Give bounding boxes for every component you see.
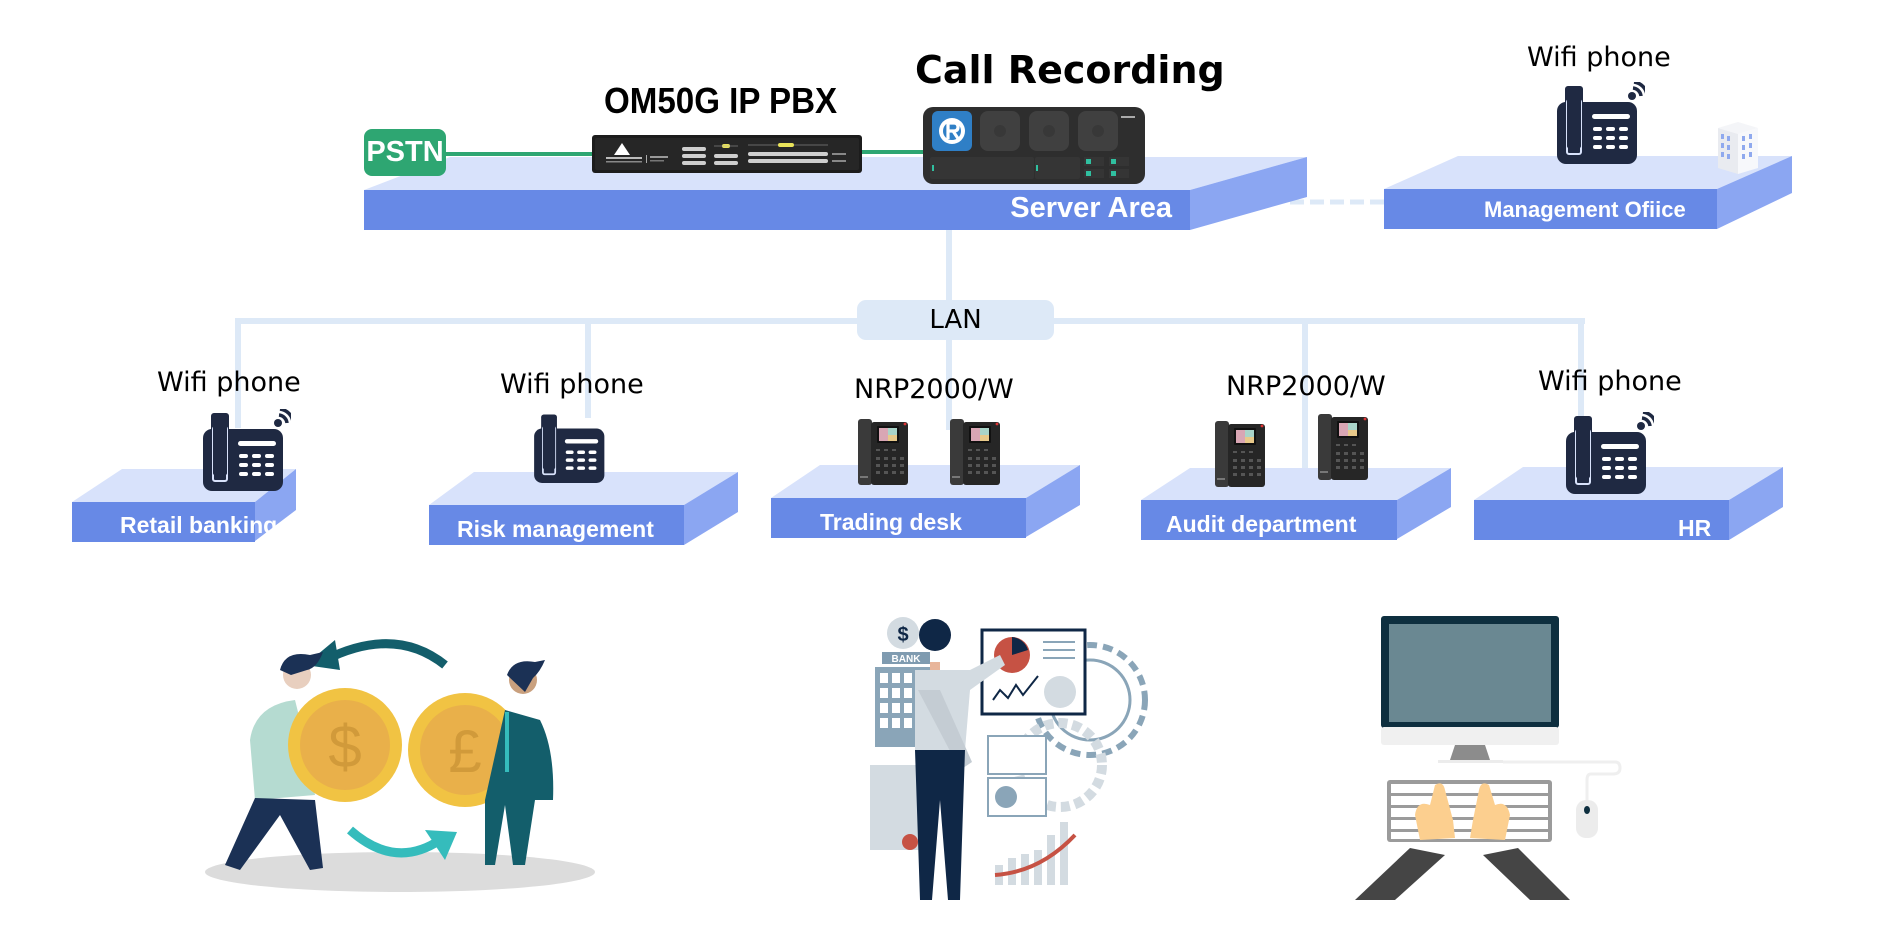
currency-exchange-illustration: $ £: [205, 639, 595, 892]
device-label-trading-desk: NRP2000/W: [854, 374, 1014, 405]
pbx-title: OM50G IP PBX: [604, 80, 838, 121]
device-label-risk-management: Wifi phone: [500, 369, 644, 400]
lan-drop-audit: [1302, 318, 1308, 468]
device-label-hr: Wifi phone: [1538, 366, 1682, 397]
platform-trading-desk: [771, 465, 1080, 538]
department-label-retail-banking: Retail banking: [120, 512, 278, 538]
bank-sign: BANK: [892, 654, 922, 665]
bank-coin-symbol: $: [897, 624, 908, 646]
call-recording-title: Call Recording: [915, 48, 1225, 92]
ip-phone-icon[interactable]: [858, 419, 908, 485]
department-label-hr: HR: [1678, 515, 1712, 541]
office-building-icon: [1718, 122, 1758, 174]
pound-symbol: £: [448, 718, 481, 785]
lan-drop-retail: [235, 318, 241, 428]
platform-front: [364, 190, 1190, 230]
lan-drop-risk: [585, 318, 591, 418]
ip-phone-icon[interactable]: [1215, 421, 1265, 487]
desk-phone-icon[interactable]: [525, 411, 617, 483]
platform-side: [1717, 156, 1792, 229]
management-device-label: Wifi phone: [1527, 42, 1671, 73]
lan-drop-hr: [1578, 318, 1584, 428]
wifi-desk-phone-icon[interactable]: [193, 409, 297, 491]
department-label-risk-management: Risk management: [457, 516, 654, 542]
platform-front: [1384, 189, 1717, 229]
device-label-retail-banking: Wifi phone: [157, 367, 301, 398]
computer-workstation-illustration: [1355, 616, 1622, 900]
device-label-audit-department: NRP2000/W: [1226, 371, 1386, 402]
management-office-label: Management Ofiice: [1484, 197, 1686, 222]
ip-phone-icon[interactable]: [950, 419, 1000, 485]
platform-top: [1384, 156, 1792, 189]
platform-side: [1190, 157, 1307, 230]
platform-risk-management: [429, 472, 738, 545]
ip-pbx-rack-icon[interactable]: [592, 135, 862, 173]
pstn-badge[interactable]: PSTN: [364, 129, 446, 176]
dollar-symbol: $: [328, 713, 361, 780]
bank-analyst-illustration: $ BANK: [870, 617, 1148, 900]
lan-label: LAN: [857, 300, 1054, 340]
department-label-audit-department: Audit department: [1166, 511, 1357, 537]
server-area-label: Server Area: [1010, 192, 1172, 224]
wifi-desk-phone-icon[interactable]: [1556, 412, 1660, 494]
department-label-trading-desk: Trading desk: [820, 509, 962, 535]
ip-phone-icon[interactable]: [1318, 414, 1368, 480]
call-recording-server-icon[interactable]: [923, 107, 1145, 184]
